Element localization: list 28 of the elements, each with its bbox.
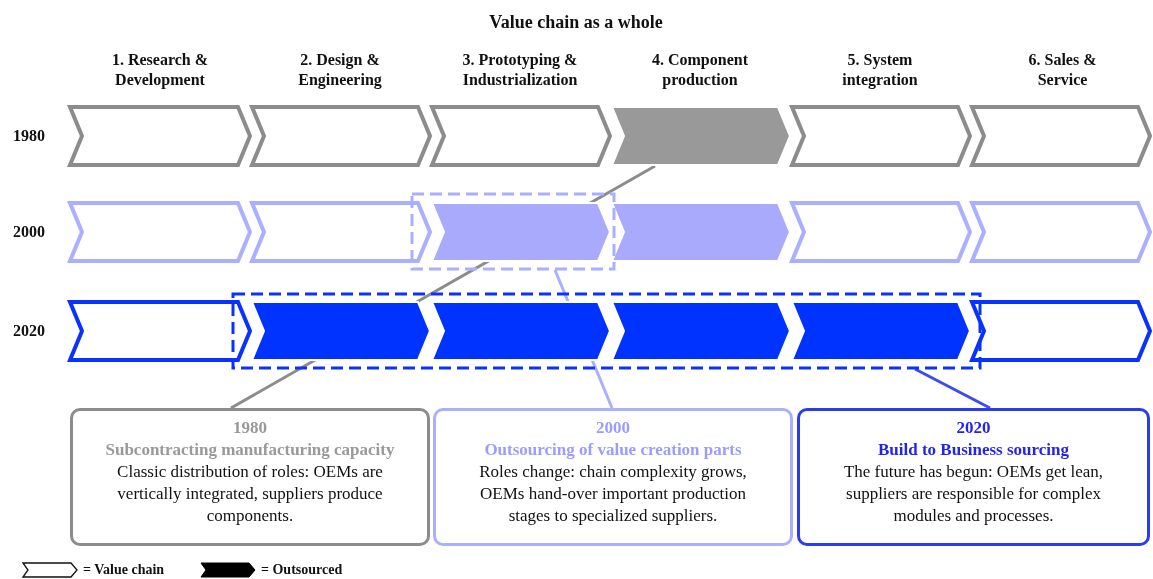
leader-line [914,367,991,410]
year-label: 1980 [12,126,46,146]
callout-heading: Build to Business sourcing [877,439,1070,461]
chevron-shape [610,106,792,166]
callout-heading: Subcontracting manufacturing capacity [104,439,396,461]
diagram-title: Value chain as a whole [488,12,664,32]
callout-heading: Outsourcing of value creation parts [483,439,743,461]
stage-heading: 2. Design & Engineering [297,50,383,90]
year-label: 2020 [955,417,992,439]
dashed-outline [231,292,982,370]
stage-heading: 6. Sales & Service [1027,50,1098,90]
year-label: 2020 [12,321,46,341]
year-label: 2000 [595,417,631,439]
callout-description: Classic distribution of roles: OEMs are vertically integrated, suppliers produce components. [116,461,384,527]
stage-heading: 1. Research & Development [110,50,210,90]
callout-box [797,408,1150,546]
legend-label: = Outsourced [261,562,343,578]
callout-description: Roles change: chain complexity grows, OEMs hand-over important production stages to specialized suppliers. [478,461,748,527]
callout-box [433,408,793,546]
callout-box [70,408,430,546]
legend-label: = Value chain [83,562,165,578]
year-label: 1980 [232,417,268,439]
dashed-outline [410,192,616,271]
stage-heading: 5. System integration [841,50,919,90]
stage-heading: 3. Prototyping & Industrialization [461,50,579,90]
callout-description: The future has begun: OEMs get lean, suppliers are responsible for complex modules and processes. [842,461,1105,527]
stage-heading: 4. Component production [651,50,749,90]
year-label: 2000 [12,222,46,242]
